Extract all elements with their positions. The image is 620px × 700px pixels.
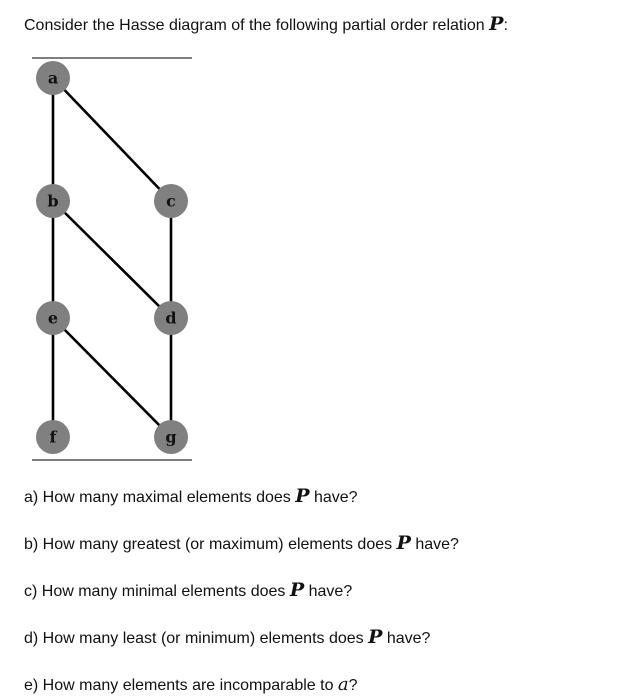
node-b-label: b	[47, 192, 58, 211]
edge-a-c	[52, 77, 172, 202]
question-e-suffix: ?	[348, 677, 358, 694]
edges	[51, 77, 173, 438]
intro-variable: P	[489, 13, 504, 35]
node-a: a	[36, 61, 70, 95]
hasse-diagram: a b c d e f g	[32, 57, 192, 461]
node-f-label: f	[50, 428, 58, 447]
node-b-circle	[36, 184, 70, 218]
question-c-prefix: c) How many minimal elements does	[24, 583, 290, 600]
intro-suffix: :	[503, 17, 508, 34]
node-b: b	[36, 184, 70, 218]
question-a-suffix: have?	[309, 489, 358, 506]
node-c-label: c	[166, 192, 176, 211]
question-e: e) How many elements are incomparable to…	[24, 675, 358, 696]
node-f: f	[36, 420, 70, 454]
question-b: b) How many greatest (or maximum) elemen…	[24, 533, 459, 555]
node-c: c	[154, 184, 188, 218]
node-e-circle	[36, 301, 70, 335]
node-e: e	[36, 301, 70, 335]
node-g: g	[154, 420, 188, 454]
question-d-suffix: have?	[382, 630, 431, 647]
question-b-prefix: b) How many greatest (or maximum) elemen…	[24, 536, 397, 553]
question-d: d) How many least (or minimum) elements …	[24, 627, 430, 649]
intro-text: Consider the Hasse diagram of the follow…	[24, 14, 508, 36]
intro-prefix: Consider the Hasse diagram of the follow…	[24, 17, 490, 34]
edge-e-g	[52, 317, 172, 438]
nodes: a b c d e f g	[36, 61, 188, 454]
edge-b-d	[52, 200, 172, 319]
node-a-label: a	[48, 69, 58, 88]
node-d: d	[154, 301, 188, 335]
node-d-label: d	[165, 309, 176, 328]
question-c-suffix: have?	[304, 583, 353, 600]
question-e-variable: a	[337, 674, 349, 695]
node-f-circle	[36, 420, 70, 454]
node-c-circle	[154, 184, 188, 218]
question-d-prefix: d) How many least (or minimum) elements …	[24, 630, 369, 647]
node-g-circle	[154, 420, 188, 454]
node-g-label: g	[165, 428, 176, 447]
node-a-circle	[36, 61, 70, 95]
question-d-variable: P	[368, 626, 383, 648]
question-a-prefix: a) How many maximal elements does	[24, 489, 296, 506]
question-a: a) How many maximal elements does P have…	[24, 486, 358, 508]
question-e-prefix: e) How many elements are incomparable to	[24, 677, 338, 694]
question-b-suffix: have?	[410, 536, 459, 553]
question-c-variable: P	[289, 579, 305, 601]
node-d-circle	[154, 301, 188, 335]
question-a-variable: P	[295, 485, 310, 507]
node-e-label: e	[48, 309, 58, 328]
question-c: c) How many minimal elements does P have…	[24, 580, 352, 602]
question-b-variable: P	[396, 532, 411, 554]
